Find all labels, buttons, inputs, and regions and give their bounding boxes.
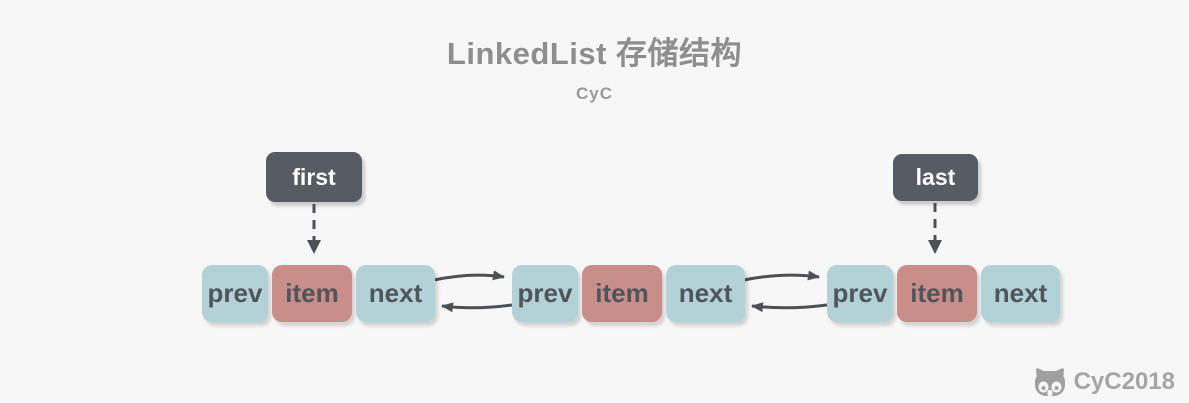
list-node-2: prev item next (512, 265, 745, 322)
pointer-last-label: last (915, 164, 956, 190)
node3-next-cell: next (981, 265, 1060, 322)
prev-arrow-node3-node2 (751, 302, 828, 313)
node2-prev-cell: prev (512, 265, 578, 322)
node3-item-cell: item (897, 265, 977, 322)
node2-next-cell: next (666, 265, 745, 322)
prev-arrow-node2-node1 (441, 302, 513, 313)
pointer-box-first: first (266, 152, 362, 202)
pointer-box-last: last (893, 154, 978, 201)
list-node-3: prev item next (827, 265, 1060, 322)
cat-logo-icon (1034, 368, 1065, 396)
list-node-1: prev item next (202, 265, 435, 322)
node1-prev-cell: prev (202, 265, 268, 322)
node1-next-cell: next (356, 265, 435, 322)
node1-item-cell: item (272, 265, 352, 322)
next-arrow-node2-node3 (743, 270, 820, 282)
watermark: CyC2018 (1032, 366, 1175, 397)
diagram-title: LinkedList 存储结构 (446, 36, 743, 71)
node3-prev-cell: prev (827, 265, 893, 322)
watermark-text: CyC2018 (1073, 367, 1175, 395)
diagram-subtitle: CyC (575, 84, 613, 103)
pointer-first-label: first (292, 163, 336, 190)
next-arrow-node1-node2 (433, 270, 505, 282)
node2-item-cell: item (582, 265, 662, 322)
